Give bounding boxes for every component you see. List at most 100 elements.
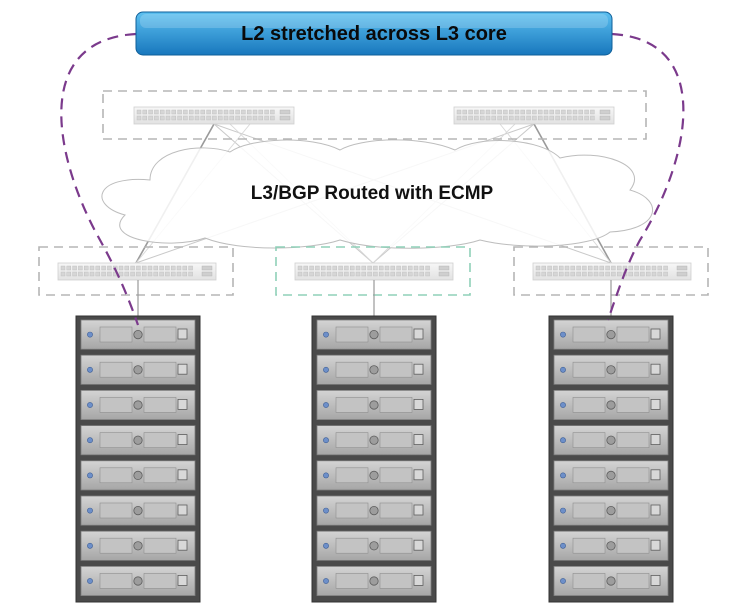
server-unit [316,530,432,561]
server-port-icon [413,539,424,551]
server-unit [316,495,432,526]
server-port-icon [650,434,661,446]
server-unit [316,566,432,597]
server-port-icon [650,398,661,410]
leaf-switch-right [532,262,692,281]
power-led-icon [87,578,93,584]
server-knob-icon [369,505,379,516]
server-port-icon [177,504,188,516]
l2-stretch-line [60,32,685,326]
server-rack-left [75,315,201,603]
server-knob-icon [369,365,379,375]
server-knob-icon [606,470,616,480]
server-port-icon [177,434,188,446]
power-led-icon [323,437,329,444]
power-led-icon [560,472,566,479]
server-unit [553,530,669,561]
server-unit [553,566,669,597]
spine-switch-left [133,106,295,125]
server-knob-icon [133,505,143,516]
server-knob-icon [606,435,616,445]
power-led-icon [560,542,566,549]
power-led-icon [560,402,566,408]
power-led-icon [560,366,566,373]
server-knob-icon [133,576,143,586]
server-knob-icon [606,365,616,375]
server-knob-icon [133,400,143,410]
server-unit [553,460,669,491]
power-led-icon [560,507,566,514]
server-knob-icon [133,541,143,551]
server-port-icon [413,469,424,481]
server-unit [316,389,432,420]
server-unit [553,495,669,526]
server-unit [553,389,669,420]
server-unit [80,495,196,526]
power-led-icon [323,578,329,584]
server-knob-icon [133,329,143,340]
server-port-icon [177,363,188,375]
power-led-icon [323,472,329,479]
server-port-icon [177,328,188,340]
power-led-icon [323,331,329,338]
server-port-icon [650,363,661,375]
server-knob-icon [133,365,143,375]
power-led-icon [560,578,566,584]
server-knob-icon [606,400,616,410]
leaf-switch-left [57,262,217,281]
server-unit [80,389,196,420]
power-led-icon [323,542,329,549]
server-knob-icon [369,470,379,480]
server-port-icon [413,504,424,516]
banner-label: L2 stretched across L3 core [241,23,507,45]
server-rack-center [311,315,437,603]
server-knob-icon [369,400,379,410]
power-led-icon [560,331,566,338]
server-knob-icon [369,576,379,586]
server-port-icon [413,575,424,586]
server-port-icon [177,539,188,551]
server-knob-icon [369,541,379,551]
server-knob-icon [369,329,379,340]
server-port-icon [177,469,188,481]
leaf-switch-center-frame [275,246,471,296]
stretch-banner: L2 stretched across L3 core [135,11,613,56]
spine-switch-right [453,106,615,125]
cloud-label: L3/BGP Routed with ECMP [251,183,494,204]
server-port-icon [413,328,424,340]
server-unit [80,354,196,385]
server-unit [553,354,669,385]
server-knob-icon [133,470,143,480]
server-unit [80,460,196,491]
power-led-icon [323,402,329,408]
server-knob-icon [606,576,616,586]
server-unit [80,530,196,561]
server-unit [316,354,432,385]
server-unit [316,319,432,350]
server-port-icon [650,504,661,516]
power-led-icon [87,542,93,549]
server-unit [316,460,432,491]
server-rack-right [548,315,674,603]
power-led-icon [87,507,93,514]
server-unit [80,319,196,350]
server-knob-icon [606,541,616,551]
server-port-icon [413,363,424,375]
server-port-icon [650,539,661,551]
power-led-icon [87,437,93,444]
leaf-switch-left-frame [38,246,234,296]
server-unit [316,425,432,456]
power-led-icon [323,366,329,373]
server-port-icon [177,575,188,586]
server-knob-icon [369,435,379,445]
server-unit [80,425,196,456]
server-unit [553,319,669,350]
server-knob-icon [606,505,616,516]
server-knob-icon [133,435,143,445]
power-led-icon [87,366,93,373]
power-led-icon [87,402,93,408]
cloud-shape [101,139,653,249]
leaf-switch-center [294,262,454,281]
server-port-icon [413,434,424,446]
